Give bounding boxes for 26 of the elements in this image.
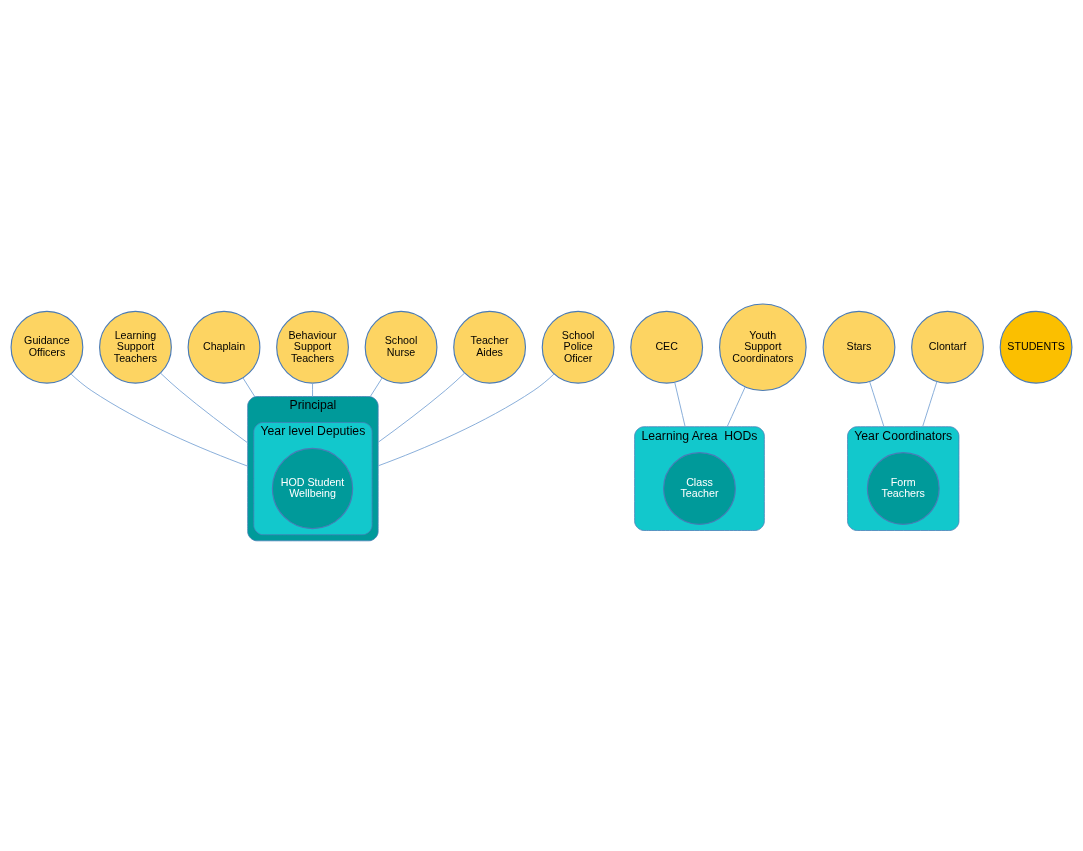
node-circle: Teacher Aides <box>453 310 527 384</box>
node-circle: Chaplain <box>187 310 261 384</box>
node-circle: Learning Support Teachers <box>99 310 172 384</box>
connector <box>312 382 313 397</box>
node-circle: School Nurse <box>364 310 438 384</box>
connector <box>377 373 555 467</box>
connector <box>369 377 383 397</box>
node-circle: CEC <box>630 310 704 384</box>
connector <box>869 381 885 428</box>
node-circle: Guidance Officers <box>10 310 84 384</box>
node-circle: HOD Student Wellbeing <box>271 447 354 530</box>
node-circle: School Police Oficer <box>541 310 615 384</box>
connector <box>242 377 256 397</box>
connector <box>922 381 938 428</box>
connector <box>70 373 249 467</box>
connector <box>726 386 746 428</box>
node-circle: Clontarf <box>911 310 984 384</box>
node-circle: Form Teachers <box>866 452 940 525</box>
connector <box>674 382 686 428</box>
connector <box>377 372 466 443</box>
connector <box>160 372 249 444</box>
node-circle: STUDENTS <box>999 310 1073 384</box>
node-circle: Youth Support Coordinators <box>719 303 807 392</box>
node-circle: Stars <box>822 310 896 384</box>
node-circle: Class Teacher <box>663 452 736 525</box>
node-circle: Behaviour Support Teachers <box>276 310 349 384</box>
